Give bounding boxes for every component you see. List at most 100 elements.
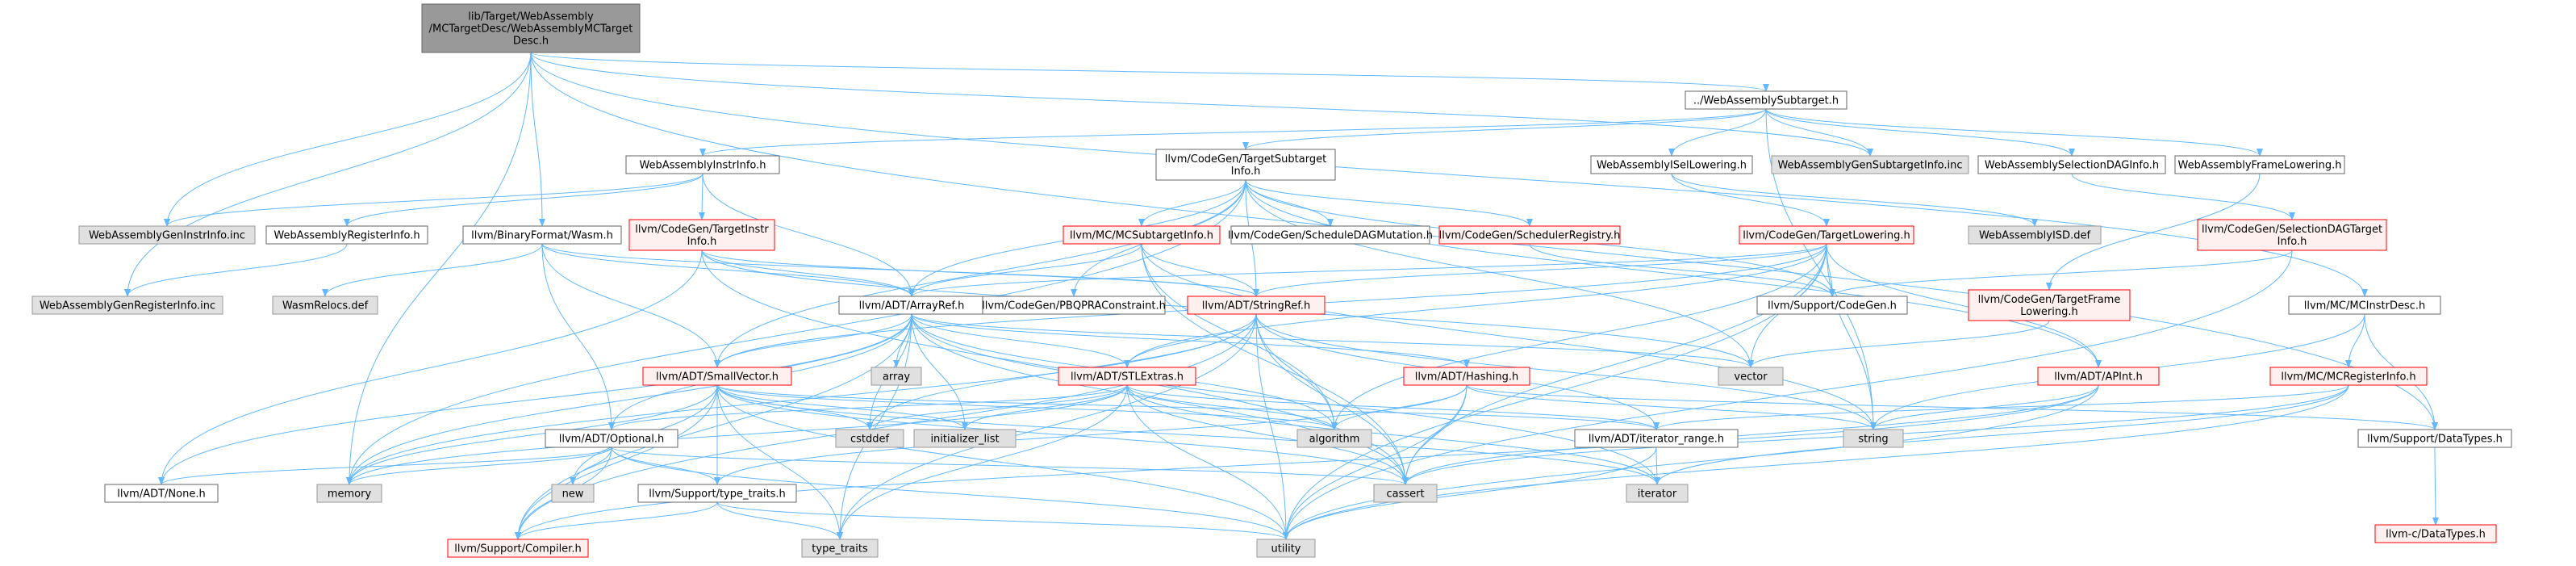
node-label-utility-0: utility [1271, 543, 1301, 556]
node-registerInfo[interactable]: WebAssemblyRegisterInfo.h [265, 225, 428, 245]
node-smallVector[interactable]: llvm/ADT/SmallVector.h [642, 367, 792, 386]
include-edge-targetLowering-to-arrayRef [908, 243, 1827, 297]
node-box-genInstrInfoInc [78, 225, 256, 245]
include-edge-stringRef-to-string [1255, 313, 1877, 430]
node-box-stlExtras [1058, 367, 1196, 386]
node-box-utility [1256, 539, 1316, 558]
node-mcInstrDesc[interactable]: llvm/MC/MCInstrDesc.h [2288, 296, 2441, 315]
include-edge-iteratorRange-to-utility [1283, 447, 1657, 540]
include-edge-frameLowering-to-targetFrameLowering [2046, 173, 2261, 291]
include-edge-arrayRef-to-smallVector [714, 313, 912, 368]
node-label-hashing-0: llvm/ADT/Hashing.h [1415, 371, 1518, 384]
include-edge-schedulerRegistry-to-supportCodeGen [1529, 243, 1835, 297]
node-optional[interactable]: llvm/ADT/Optional.h [545, 429, 678, 448]
node-label-new-0: new [562, 488, 584, 501]
node-binaryFormatWasm[interactable]: llvm/BinaryFormat/Wasm.h [462, 225, 622, 245]
node-box-typeTraitsH [637, 484, 797, 503]
include-edge-root-to-genInstrInfoInc [164, 52, 532, 227]
include-edge-targetLowering-to-stlExtras [1124, 243, 1827, 368]
node-iterator[interactable]: iterator [1626, 484, 1689, 503]
node-memory[interactable]: memory [316, 484, 382, 503]
node-label-binaryFormatWasm-0: llvm/BinaryFormat/Wasm.h [471, 230, 613, 242]
node-box-dataTypes [2357, 429, 2512, 448]
node-cDataTypes[interactable]: llvm-c/DataTypes.h [2374, 524, 2497, 543]
include-edge-targetSubtargetInfo-to-vector [1245, 179, 1754, 368]
node-vector[interactable]: vector [1718, 367, 1784, 386]
node-box-schedulerRegistry [1438, 225, 1621, 245]
node-box-optional [545, 429, 678, 448]
node-selDAGInfo[interactable]: WebAssemblySelectionDAGInfo.h [1977, 155, 2166, 174]
node-label-genRegisterInfoInc-0: WebAssemblyGenRegisterInfo.inc [40, 300, 215, 312]
include-edge-wasmSubtarget-to-selDAGInfo [1765, 108, 2075, 157]
node-box-targetSubtargetInfo [1155, 149, 1336, 181]
node-label-compiler-0: llvm/Support/Compiler.h [454, 543, 581, 556]
node-typeTraitsH[interactable]: llvm/Support/type_traits.h [637, 484, 797, 503]
include-edge-registerInfo-to-genRegisterInfoInc [124, 243, 348, 297]
node-label-genSubtargetInfoInc-0: WebAssemblyGenSubtargetInfo.inc [1777, 160, 1962, 172]
include-edge-targetLowering-to-apint [1826, 243, 2102, 368]
include-edge-targetSubtargetInfo-to-mcSubtargetInfo [1138, 179, 1246, 227]
node-compiler[interactable]: llvm/Support/Compiler.h [447, 539, 589, 558]
node-cassert[interactable]: cassert [1373, 484, 1438, 503]
node-scheduleDAGMutation[interactable]: llvm/CodeGen/ScheduleDAGMutation.h [1228, 225, 1433, 245]
node-iteratorRange[interactable]: llvm/ADT/iterator_range.h [1574, 429, 1739, 448]
node-wasmSubtarget[interactable]: ../WebAssemblySubtarget.h [1685, 90, 1847, 110]
node-box-genRegisterInfoInc [31, 296, 223, 315]
node-label-genInstrInfoInc-0: WebAssemblyGenInstrInfo.inc [89, 230, 245, 242]
node-mcSubtargetInfo[interactable]: llvm/MC/MCSubtargetInfo.h [1063, 225, 1221, 245]
node-frameLowering[interactable]: WebAssemblyFrameLowering.h [2174, 155, 2345, 174]
node-utility[interactable]: utility [1256, 539, 1316, 558]
node-genSubtargetInfoInc[interactable]: WebAssemblyGenSubtargetInfo.inc [1771, 155, 1969, 174]
node-algorithm[interactable]: algorithm [1296, 429, 1372, 448]
node-box-memory [316, 484, 382, 503]
include-edge-arrayRef-to-iterator [911, 313, 1660, 485]
node-targetLowering[interactable]: llvm/CodeGen/TargetLowering.h [1739, 225, 1914, 245]
node-isellowering[interactable]: WebAssemblyISelLowering.h [1590, 155, 1753, 174]
node-new[interactable]: new [551, 484, 595, 503]
node-iselDef[interactable]: WebAssemblyISD.def [1968, 225, 2102, 245]
include-edge-stlExtras-to-cassert [1126, 384, 1409, 485]
node-mcRegisterInfo[interactable]: llvm/MC/MCRegisterInfo.h [2269, 367, 2428, 386]
include-edge-targetLowering-to-stringRef [1253, 243, 1827, 297]
include-edge-selDAGInfo-to-selDAGTargetInfo [2071, 173, 2295, 220]
include-edge-instrInfo-to-registerInfo [344, 173, 703, 227]
include-edge-instrInfo-to-arrayRef [702, 173, 915, 297]
include-edge-targetSubtargetInfo-to-scheduleDAGMutation [1245, 179, 1334, 227]
node-dataTypes[interactable]: llvm/Support/DataTypes.h [2357, 429, 2512, 448]
node-label-algorithm-0: algorithm [1309, 434, 1360, 446]
include-edge-arrayRef-to-vector [911, 313, 1754, 368]
node-label-optional-0: llvm/ADT/Optional.h [559, 434, 665, 446]
node-instrInfo[interactable]: WebAssemblyInstrInfo.h [625, 155, 780, 174]
include-edge-wasmSubtarget-to-frameLowering [1765, 108, 2263, 157]
node-box-initializerList [913, 429, 1017, 448]
node-string[interactable]: string [1843, 429, 1904, 448]
node-cstddef[interactable]: cstddef [835, 429, 904, 448]
node-stringRef[interactable]: llvm/ADT/StringRef.h [1187, 296, 1326, 315]
node-stlExtras[interactable]: llvm/ADT/STLExtras.h [1058, 367, 1196, 386]
node-box-cDataTypes [2374, 524, 2497, 543]
node-initializerList[interactable]: initializer_list [913, 429, 1017, 448]
include-edge-wasmSubtarget-to-isellowering [1668, 108, 1767, 157]
node-wasmRelocsDef[interactable]: WasmRelocs.def [272, 296, 378, 315]
node-pbqpConstraint[interactable]: llvm/CodeGen/PBQPRAConstraint.h [982, 296, 1166, 315]
include-edge-targetSubtargetInfo-to-smallVector [714, 179, 1246, 368]
node-genInstrInfoInc[interactable]: WebAssemblyGenInstrInfo.inc [78, 225, 256, 245]
node-array[interactable]: array [870, 367, 922, 386]
node-none[interactable]: llvm/ADT/None.h [104, 484, 219, 503]
include-edge-targetInstrInfo-to-arrayRef [701, 249, 915, 297]
node-apint[interactable]: llvm/ADT/APInt.h [2037, 367, 2160, 386]
node-typeTraits[interactable]: type_traits [801, 539, 879, 558]
node-schedulerRegistry[interactable]: llvm/CodeGen/SchedulerRegistry.h [1438, 225, 1621, 245]
node-box-iterator [1626, 484, 1689, 503]
node-label-apint-0: llvm/ADT/APInt.h [2054, 371, 2142, 384]
node-root[interactable]: lib/Target/WebAssembly/MCTargetDesc/WebA… [421, 3, 641, 53]
node-hashing[interactable]: llvm/ADT/Hashing.h [1403, 367, 1530, 386]
node-box-algorithm [1296, 429, 1372, 448]
node-arrayRef[interactable]: llvm/ADT/ArrayRef.h [838, 296, 985, 315]
node-genRegisterInfoInc[interactable]: WebAssemblyGenRegisterInfo.inc [31, 296, 223, 315]
node-supportCodeGen[interactable]: llvm/Support/CodeGen.h [1756, 296, 1908, 315]
